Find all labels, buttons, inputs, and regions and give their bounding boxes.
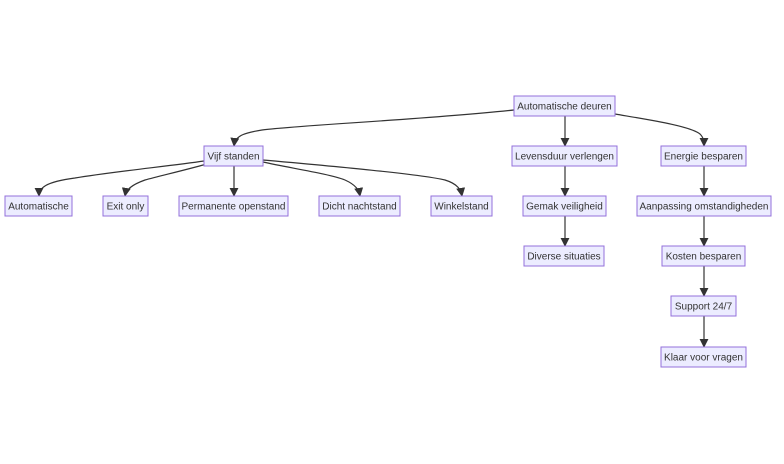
node-box — [203, 145, 264, 167]
node-label: Gemak veiligheid — [526, 202, 603, 213]
node-label: Permanente openstand — [182, 202, 286, 213]
node-box — [178, 195, 289, 217]
edge-vijf_standen-to-automatische — [34, 160, 205, 197]
node-label: Dicht nachtstand — [322, 202, 397, 213]
node-label: Exit only — [107, 202, 145, 213]
node-box — [661, 245, 746, 267]
node-box — [511, 145, 618, 167]
node-exit-only: Exit only — [102, 195, 149, 217]
node-kosten: Kosten besparen — [661, 245, 746, 267]
node-permanente: Permanente openstand — [178, 195, 289, 217]
node-vijf-standen: Vijf standen — [203, 145, 264, 167]
node-box — [636, 195, 772, 217]
node-label: Levensduur verlengen — [515, 152, 614, 163]
node-aanpassing: Aanpassing omstandigheden — [636, 195, 772, 217]
node-label: Automatische deuren — [517, 102, 612, 113]
edge-vijf_standen-to-dicht — [262, 161, 364, 197]
node-label: Automatische — [8, 202, 69, 213]
node-energie: Energie besparen — [660, 145, 747, 167]
node-box — [660, 145, 747, 167]
node-box — [318, 195, 401, 217]
node-box — [670, 295, 737, 317]
edge-vijf_standen-to-exit_only — [121, 163, 208, 197]
node-label: Klaar voor vragen — [664, 353, 743, 364]
node-box — [523, 245, 605, 267]
node-gemak: Gemak veiligheid — [522, 195, 607, 217]
node-box — [4, 195, 73, 217]
node-box — [102, 195, 149, 217]
node-automatische: Automatische — [4, 195, 73, 217]
node-label: Diverse situaties — [527, 252, 600, 263]
node-label: Energie besparen — [664, 152, 743, 163]
node-auto-deuren: Automatische deuren — [513, 95, 616, 117]
node-label: Aanpassing omstandigheden — [640, 202, 769, 213]
edges-layer — [34, 109, 709, 348]
node-label: Support 24/7 — [675, 302, 733, 313]
node-box — [522, 195, 607, 217]
node-diverse: Diverse situaties — [523, 245, 605, 267]
node-levensduur: Levensduur verlengen — [511, 145, 618, 167]
edge-auto_deuren-to-energie — [614, 113, 709, 147]
node-dicht: Dicht nachtstand — [318, 195, 401, 217]
node-label: Kosten besparen — [666, 252, 742, 263]
edge-auto_deuren-to-vijf_standen — [230, 109, 515, 147]
edge-vijf_standen-to-winkelstand — [262, 159, 466, 197]
node-klaar: Klaar voor vragen — [660, 346, 747, 368]
node-label: Vijf standen — [207, 152, 259, 163]
node-winkelstand: Winkelstand — [430, 195, 493, 217]
node-support: Support 24/7 — [670, 295, 737, 317]
node-box — [513, 95, 616, 117]
node-label: Winkelstand — [434, 202, 488, 213]
node-box — [660, 346, 747, 368]
node-box — [430, 195, 493, 217]
